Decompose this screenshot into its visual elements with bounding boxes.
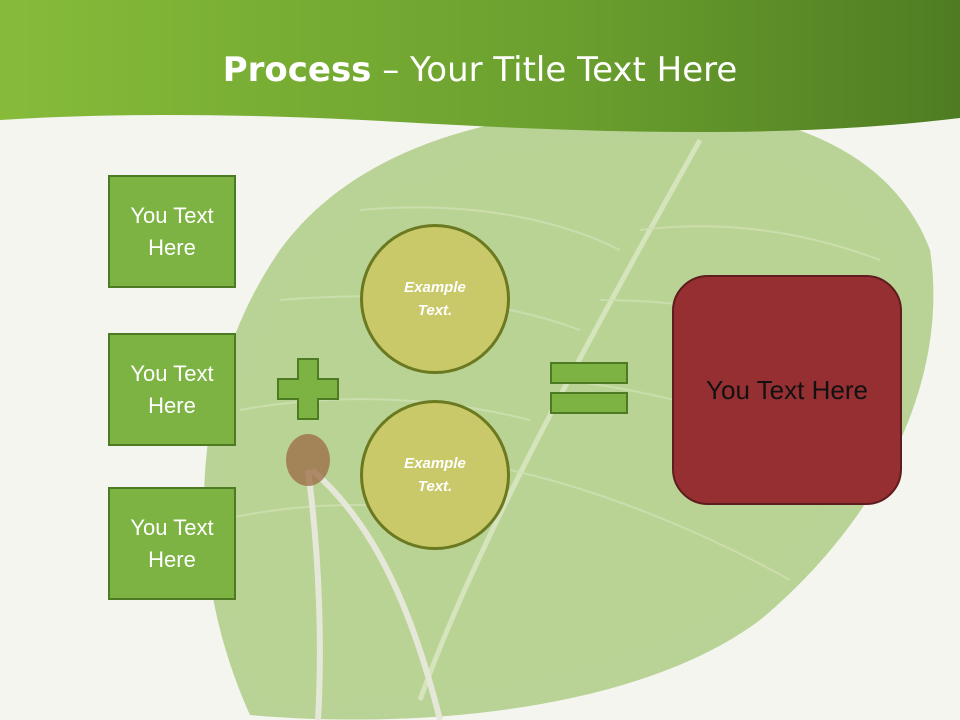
equals-icon (550, 362, 628, 414)
left-box-1[interactable]: You Text Here (108, 175, 236, 288)
example-circle-1[interactable]: Example Text. (360, 224, 510, 374)
example-circle-2[interactable]: Example Text. (360, 400, 510, 550)
circle-label: Example Text. (404, 279, 466, 319)
left-box-3[interactable]: You Text Here (108, 487, 236, 600)
title-bold: Process (222, 50, 372, 90)
circle-label: Example Text. (404, 455, 466, 495)
result-box[interactable]: You Text Here (672, 275, 902, 505)
left-box-label: You Text Here (130, 514, 214, 572)
page-title: Process – Your Title Text Here (0, 50, 960, 90)
left-box-label: You Text Here (130, 202, 214, 260)
title-rest: – Your Title Text Here (371, 50, 738, 90)
left-box-2[interactable]: You Text Here (108, 333, 236, 446)
plus-icon (277, 358, 339, 420)
result-label: You Text Here (706, 374, 868, 405)
left-box-label: You Text Here (130, 360, 214, 418)
